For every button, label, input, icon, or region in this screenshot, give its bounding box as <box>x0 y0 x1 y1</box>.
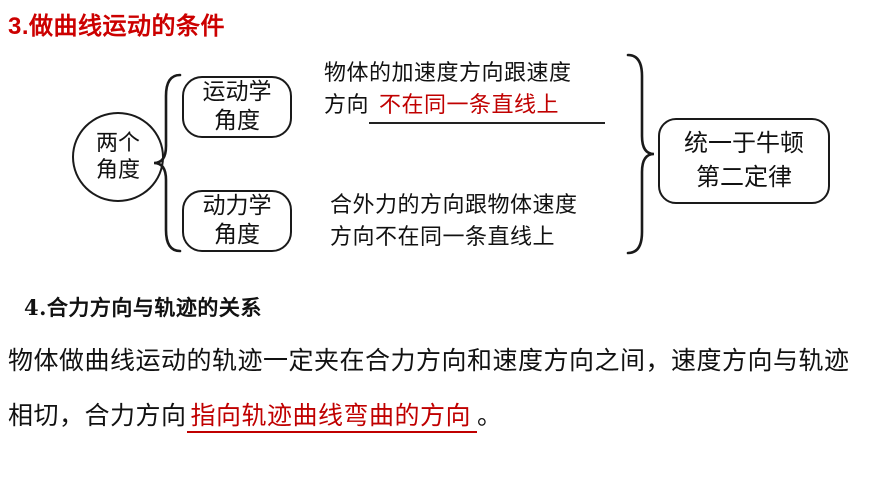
kinematics-box: 运动学 角度 <box>182 76 292 138</box>
kinematics-box-line2: 角度 <box>214 108 260 134</box>
root-ellipse: 两个 角度 <box>72 112 164 202</box>
section4-body: 物体做曲线运动的轨迹一定夹在合力方向和速度方向之间，速度方向与轨迹相切，合力方向… <box>8 334 866 443</box>
slide-title: 3.做曲线运动的条件 <box>8 13 226 40</box>
root-ellipse-line2: 角度 <box>95 158 140 183</box>
left-brace-icon <box>153 73 182 253</box>
section4-heading: 4.合力方向与轨迹的关系 <box>24 295 262 320</box>
dynamics-desc-line2: 方向不在同一条直线上 <box>330 225 556 250</box>
conclusion-box-line2: 第二定律 <box>696 163 792 191</box>
dynamics-desc-line1: 合外力的方向跟物体速度 <box>330 193 578 218</box>
right-brace-icon <box>626 53 655 255</box>
section4-body-period: 。 <box>477 400 503 430</box>
kinematics-desc-line2-black: 方向 <box>324 93 370 118</box>
right-brace <box>624 52 658 256</box>
dynamics-box: 动力学 角度 <box>182 190 292 252</box>
kinematics-box-line1: 运动学 <box>202 79 272 106</box>
section4-body-black: 物体做曲线运动的轨迹一定夹在合力方向和速度方向之间，速度方向与轨迹相切，合力方向 <box>8 346 850 430</box>
kinematics-desc-answer-red: 不在同一条直线上 <box>369 92 606 124</box>
dynamics-box-line2: 角度 <box>214 222 260 248</box>
dynamics-box-line1: 动力学 <box>202 193 272 220</box>
dynamics-description: 合外力的方向跟物体速度 方向不在同一条直线上 <box>330 190 578 254</box>
left-brace <box>150 72 184 254</box>
section4-body-answer-red: 指向轨迹曲线弯曲的方向 <box>186 400 478 433</box>
conclusion-box-line1: 统一于牛顿 <box>684 129 804 158</box>
kinematics-desc-line1: 物体的加速度方向跟速度 <box>324 61 572 86</box>
root-ellipse-line1: 两个 <box>95 130 140 156</box>
conclusion-box: 统一于牛顿 第二定律 <box>658 118 830 204</box>
kinematics-description: 物体的加速度方向跟速度 方向不在同一条直线上 <box>324 58 606 124</box>
